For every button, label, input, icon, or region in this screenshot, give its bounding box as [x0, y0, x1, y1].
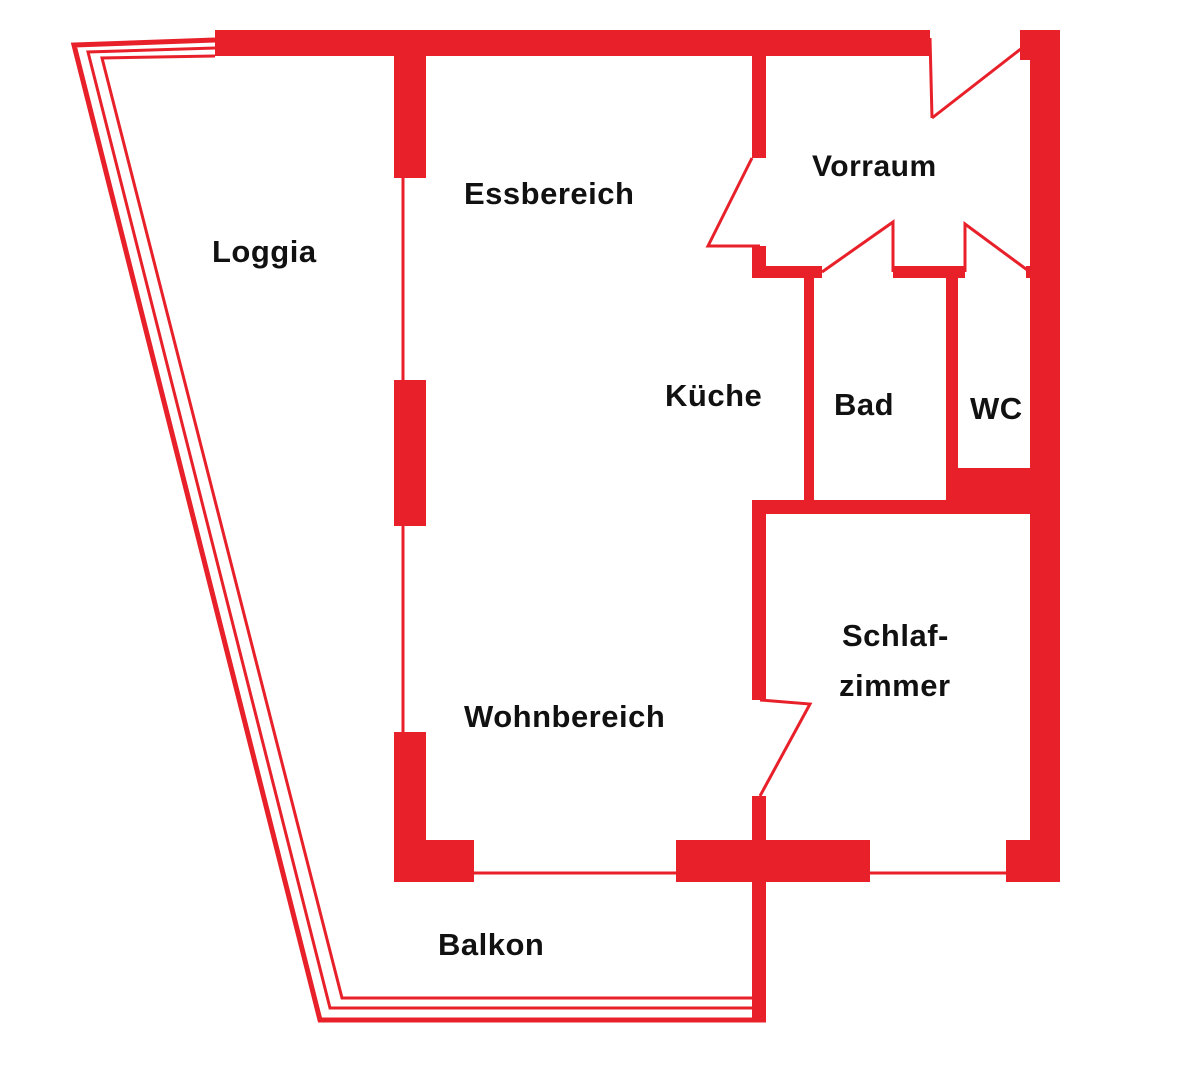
room-label-loggia: Loggia	[212, 234, 317, 269]
left-wall-block-middle	[394, 380, 426, 526]
room-label-schlafzimmer-line1: Schlaf-	[842, 618, 949, 653]
walls	[70, 30, 1060, 1023]
room-label-vorraum: Vorraum	[812, 150, 937, 183]
wohn-schlaf-wall-lower	[752, 796, 766, 854]
right-wall-cap-top	[1020, 30, 1060, 60]
wohn-schlaf-wall-upper	[752, 500, 766, 700]
top-wall	[215, 30, 930, 56]
room-label-wc: WC	[970, 391, 1023, 426]
loggia-inner-line-1	[86, 46, 756, 1010]
room-labels: Loggia Essbereich Vorraum Küche Bad WC S…	[212, 150, 1023, 962]
balkon-right-wall	[752, 882, 766, 1020]
room-label-wohnbereich: Wohnbereich	[464, 699, 665, 734]
kitchen-bad-wall	[804, 278, 814, 506]
bad-wc-wall	[946, 278, 958, 506]
room-label-kueche: Küche	[665, 378, 762, 413]
bottom-wall-block-right	[1006, 840, 1060, 882]
loggia-inner-line-2	[100, 54, 756, 1000]
schlafzimmer-top-wall	[752, 500, 1060, 514]
kitchen-vorraum-wall	[752, 56, 766, 158]
vorraum-bottom-wall	[752, 266, 822, 278]
bottom-wall-block-middle	[676, 840, 870, 882]
right-exterior-wall	[1030, 30, 1060, 882]
room-label-essbereich: Essbereich	[464, 176, 634, 211]
kitchen-door-leaf	[705, 157, 760, 248]
bottom-left-corner-block	[394, 840, 474, 882]
room-label-schlafzimmer-line2: zimmer	[839, 668, 951, 703]
wc-door-leaf	[963, 221, 1031, 274]
left-wall-block-top	[394, 56, 426, 178]
loggia-outer-line	[70, 37, 766, 1023]
entrance-door-jamb	[928, 37, 934, 119]
schlafzimmer-door-leaf	[758, 698, 813, 797]
vorraum-bottom-wall-mid	[893, 266, 965, 278]
vorraum-bottom-wall-right	[1026, 266, 1036, 278]
bad-door-leaf	[821, 219, 895, 274]
room-label-bad: Bad	[834, 387, 894, 422]
entrance-door-leaf	[931, 46, 1023, 120]
room-label-balkon: Balkon	[438, 927, 544, 962]
